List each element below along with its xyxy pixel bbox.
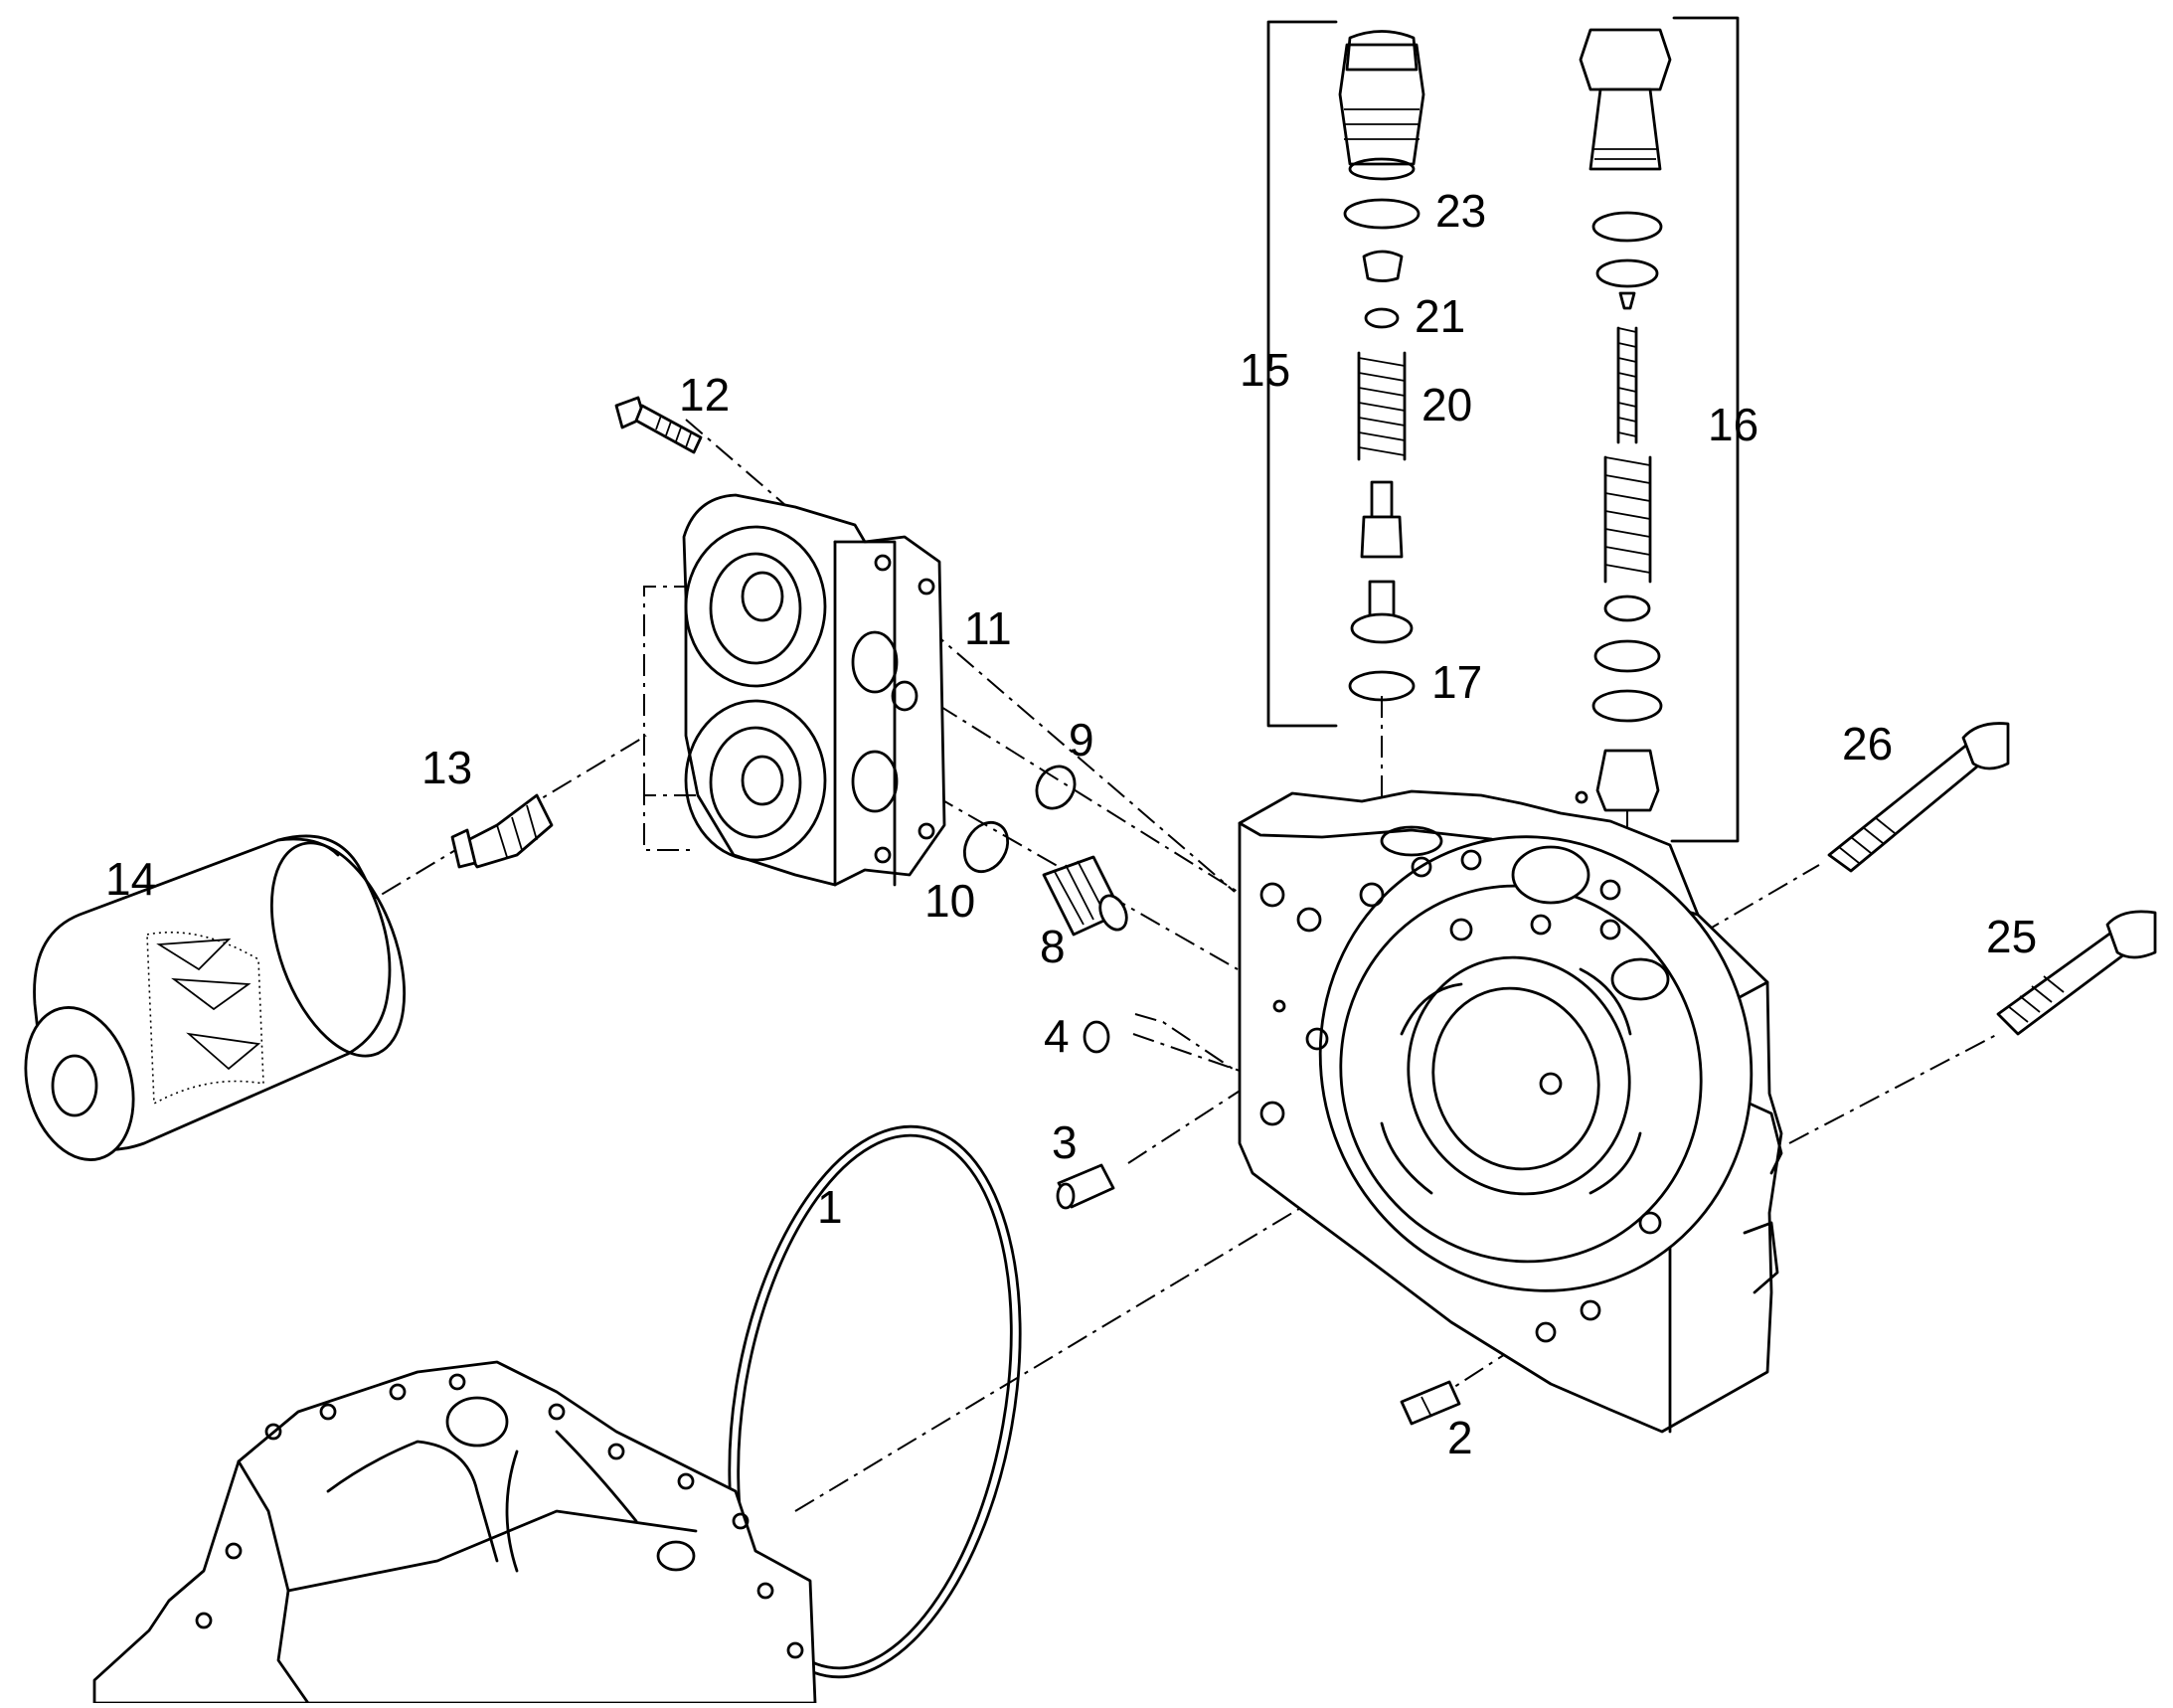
centerline-bracket-top [643, 586, 696, 795]
centerline-port-4b [1134, 1013, 1234, 1070]
bracket-16 [1670, 16, 1740, 843]
callout-4: 4 [1044, 1010, 1070, 1062]
callout-21: 21 [1415, 290, 1465, 342]
callout-1: 1 [817, 1181, 843, 1233]
valve-stack-15 [1338, 30, 1425, 702]
valve-stack-16 [1575, 28, 1672, 812]
callout-17: 17 [1431, 656, 1482, 708]
callout-25: 25 [1986, 911, 2037, 962]
centerline-port-9 [904, 683, 1239, 893]
callout-23: 23 [1435, 185, 1486, 237]
callout-10: 10 [924, 875, 975, 927]
callout-8: 8 [1040, 921, 1066, 972]
transmission-case [92, 1360, 817, 1705]
callout-2: 2 [1447, 1412, 1473, 1463]
callout-13: 13 [421, 742, 472, 793]
oring-1 [728, 1124, 1022, 1679]
callout-20: 20 [1421, 379, 1472, 430]
centerline-bolt-12 [685, 419, 1236, 893]
centerline-bolt-25 [1788, 1033, 1999, 1144]
callout-26: 26 [1842, 718, 1893, 769]
oring-10 [962, 820, 1010, 874]
callout-15: 15 [1240, 344, 1290, 396]
centerline-bracket-13 [643, 794, 696, 851]
oring-4 [1083, 1020, 1110, 1054]
callout-16: 16 [1708, 399, 1758, 450]
callout-11: 11 [964, 602, 1012, 654]
callouts: 1 2 3 4 8 9 10 11 12 13 14 15 16 17 20 2… [105, 185, 2037, 1463]
bolt-26 [1827, 722, 2010, 873]
housing-face-ring [1318, 835, 1754, 1292]
oil-filter-14 [24, 834, 407, 1161]
bracket-15 [1266, 20, 1338, 728]
oring-9 [1035, 765, 1077, 810]
fitting-13 [450, 793, 554, 869]
callout-3: 3 [1052, 1116, 1078, 1168]
main-housing [1238, 789, 1783, 1434]
bolt-12 [614, 396, 703, 454]
pin-2 [1400, 1380, 1461, 1426]
pin-3 [1056, 1163, 1115, 1210]
callout-12: 12 [679, 369, 730, 421]
callout-9: 9 [1069, 714, 1094, 766]
plug-8 [1042, 855, 1128, 937]
top-port [1511, 845, 1590, 905]
centerline-port-4 [1132, 1033, 1244, 1073]
centerline-bolt-26 [1699, 864, 1820, 936]
callout-14: 14 [105, 853, 156, 905]
bolt-25 [1996, 910, 2157, 1036]
flange-cover-11 [682, 493, 946, 887]
